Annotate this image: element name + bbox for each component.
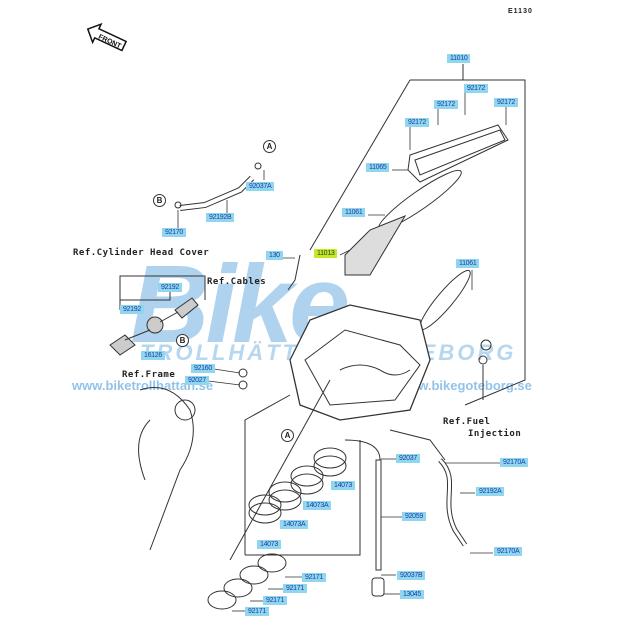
part-label-92172[interactable]: 92172	[494, 98, 518, 107]
ref-cylinder-head-cover: Ref.Cylinder Head Cover	[73, 248, 210, 258]
part-label-14073A[interactable]: 14073A	[280, 520, 309, 529]
diagram-code: E1130	[508, 8, 533, 15]
part-label-92172[interactable]: 92172	[464, 84, 488, 93]
part-label-92171[interactable]: 92171	[245, 607, 269, 616]
part-label-11061[interactable]: 11061	[456, 259, 480, 268]
ref-injection: Injection	[468, 429, 522, 439]
ref-fuel: Ref.Fuel	[443, 417, 491, 427]
part-label-92037B[interactable]: 92037B	[397, 571, 426, 580]
part-label-14073A[interactable]: 14073A	[303, 501, 332, 510]
part-label-92059[interactable]: 92059	[402, 512, 426, 521]
part-label-11065[interactable]: 11065	[366, 163, 390, 172]
part-label-92192A[interactable]: 92192A	[476, 487, 505, 496]
part-label-92037A[interactable]: 92037A	[246, 182, 275, 191]
part-label-92172[interactable]: 92172	[405, 118, 429, 127]
part-label-11061[interactable]: 11061	[342, 208, 366, 217]
clamps	[207, 553, 287, 610]
part-label-92160[interactable]: 92160	[191, 364, 215, 373]
intake-funnels	[248, 447, 347, 524]
part-label-16126[interactable]: 16126	[141, 351, 165, 360]
part-label-92170A[interactable]: 92170A	[500, 458, 529, 467]
leader-lines	[177, 90, 507, 612]
part-label-11010[interactable]: 11010	[447, 54, 471, 63]
part-label-14073[interactable]: 14073	[257, 540, 281, 549]
part-label-92171[interactable]: 92171	[302, 573, 326, 582]
part-label-130[interactable]: 130	[266, 251, 283, 260]
part-label-92192[interactable]: 92192	[120, 305, 144, 314]
part-label-11013-highlighted[interactable]: 11013	[314, 249, 338, 258]
ref-frame: Ref.Frame	[122, 370, 176, 380]
part-label-14073[interactable]: 14073	[331, 481, 355, 490]
part-label-92170[interactable]: 92170	[162, 228, 186, 237]
part-label-92171[interactable]: 92171	[283, 584, 307, 593]
marker-a: A	[263, 140, 276, 153]
watermark-url-right: www.bikegoteborg.se	[398, 378, 532, 393]
ref-cables: Ref.Cables	[207, 277, 267, 287]
marker-a: A	[281, 429, 294, 442]
part-label-92027[interactable]: 92027	[185, 376, 209, 385]
part-label-92170A[interactable]: 92170A	[494, 547, 523, 556]
watermark-url-left: www.biketrollhattan.se	[72, 378, 214, 393]
part-label-92037[interactable]: 92037	[396, 454, 420, 463]
marker-b: B	[176, 334, 189, 347]
part-label-92192[interactable]: 92192	[158, 283, 182, 292]
part-label-92172[interactable]: 92172	[434, 100, 458, 109]
marker-b: B	[153, 194, 166, 207]
part-label-92192B[interactable]: 92192B	[206, 213, 235, 222]
front-arrow-icon: FRONT	[86, 22, 128, 52]
part-label-13045[interactable]: 13045	[400, 590, 424, 599]
part-label-92171[interactable]: 92171	[263, 596, 287, 605]
